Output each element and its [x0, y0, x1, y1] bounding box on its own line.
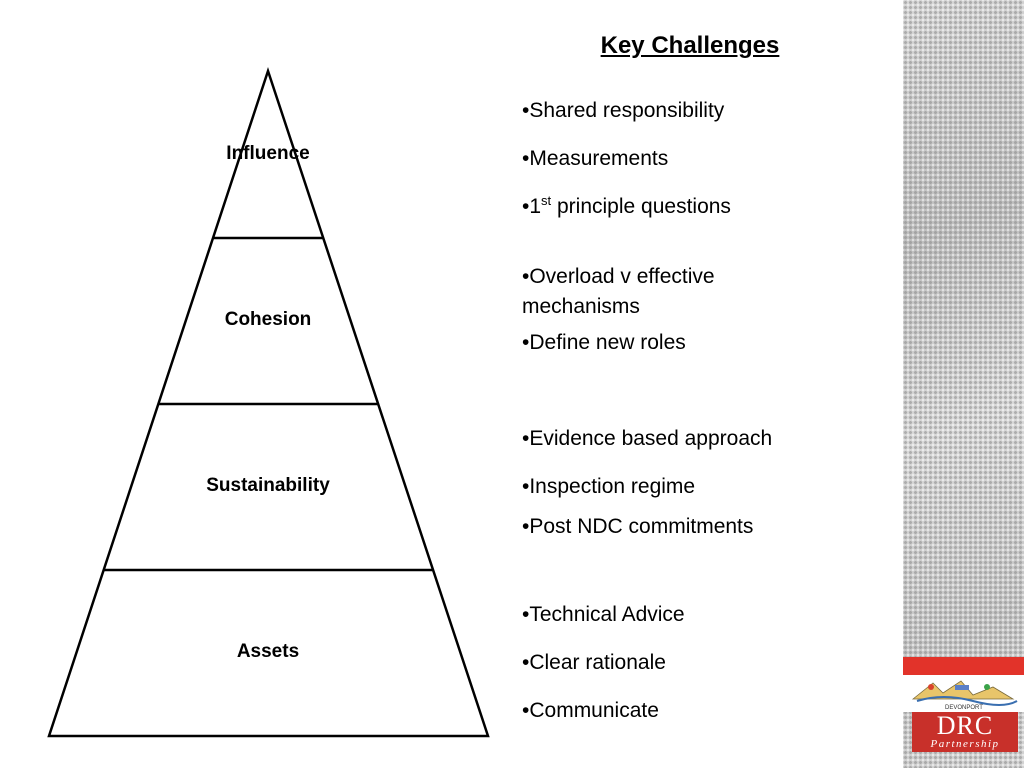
challenge-bullet: •1st principle questions — [522, 192, 731, 222]
challenge-bullet: •Technical Advice — [522, 603, 685, 626]
tier-label-influence: Influence — [226, 143, 310, 164]
devonport-logo-image: DEVONPORT — [911, 680, 1018, 711]
challenge-bullet: •Communicate — [522, 699, 659, 722]
devonport-logo: DEVONPORT — [903, 675, 1024, 712]
bullet-line: •Overload v effective — [522, 265, 715, 288]
bullet-suffix: principle questions — [551, 195, 731, 218]
decorative-side-panel — [903, 0, 1024, 768]
challenge-bullet: •Evidence based approach — [522, 427, 773, 450]
bullet-superscript: st — [541, 193, 552, 208]
tier-label-cohesion: Cohesion — [224, 309, 312, 330]
challenge-bullet: •Post NDC commitments — [522, 515, 754, 538]
logo-caption: DEVONPORT — [945, 705, 983, 711]
challenge-bullet: •Define new roles — [522, 331, 686, 354]
logo-main-text: DRC — [936, 711, 994, 740]
challenge-bullet: •Measurements — [522, 147, 669, 170]
drc-partnership-logo: DRC Partnership — [912, 712, 1018, 752]
tier-label-assets: Assets — [236, 641, 300, 662]
pyramid-diagram — [47, 67, 490, 738]
tier-label-sustainability: Sustainability — [206, 475, 330, 496]
logo-sub-text: Partnership — [930, 738, 1000, 750]
slide-title: Key Challenges — [600, 32, 780, 59]
bullet-line: mechanisms — [522, 295, 640, 318]
bullet-prefix: •1 — [522, 195, 542, 218]
challenge-bullet: •Overload v effective mechanisms — [522, 262, 715, 322]
accent-band — [903, 657, 1024, 675]
challenge-bullet: •Inspection regime — [522, 475, 696, 498]
challenge-bullet: •Clear rationale — [522, 651, 666, 674]
challenge-bullet: •Shared responsibility — [522, 99, 725, 122]
